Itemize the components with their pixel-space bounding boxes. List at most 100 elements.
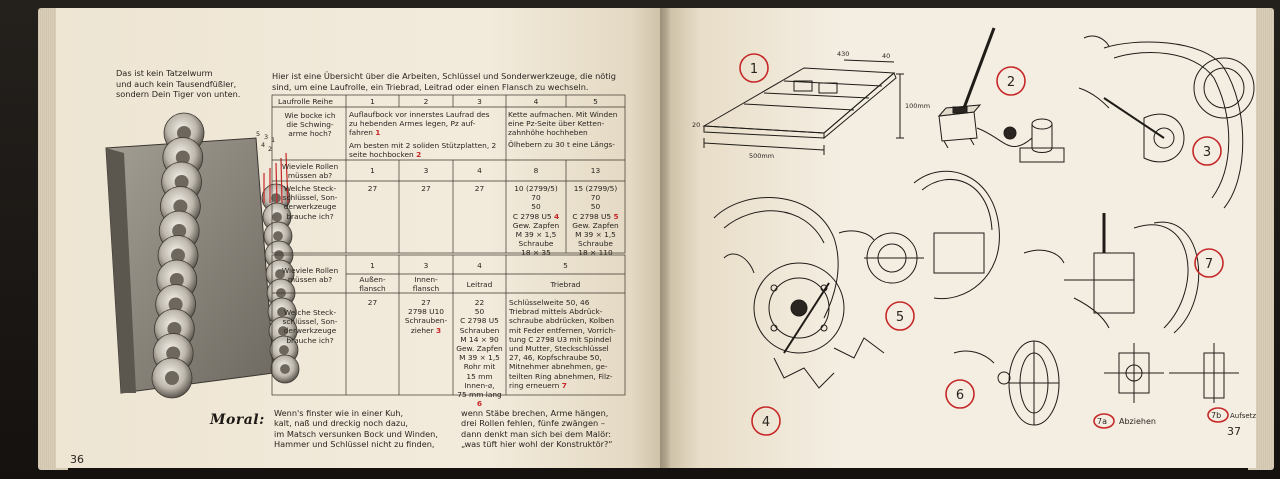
cell-line: 22 [474, 298, 485, 307]
dimension-label: 100mm [905, 102, 930, 110]
figure-number: 4 [762, 415, 770, 430]
tools-value: 27 [421, 184, 431, 193]
cell-line: Auflaufbock vor innerstes Laufrad des [349, 110, 490, 119]
question-rollers-2: Wieviele Rollen müssen ab? [276, 266, 344, 284]
cell-line: 50 [590, 202, 601, 212]
cell-line: Schraube [578, 239, 613, 249]
wheel-hub [173, 199, 188, 214]
cell-line: Innen-⌀, [464, 380, 495, 390]
wheel-hub [168, 297, 183, 312]
figure-caption: Aufsetzen [1230, 412, 1256, 420]
cell-line: 18 × 110 [578, 248, 613, 258]
outer-flange-label: Außen- flansch [346, 275, 399, 293]
figure-ref: 7 [561, 380, 567, 390]
verse-line: wenn Stäbe brechen, Arme hängen, [461, 408, 609, 418]
wheel-hub [271, 193, 281, 203]
question-line: Wieviele Rollen [281, 162, 339, 171]
cell-line: schraube abdrücken, Kolben [509, 316, 615, 326]
tank-underside-photo: 5 3 1 4 2 [105, 112, 300, 399]
rollers-count: 3 [423, 166, 429, 175]
figure-ref: 3 [435, 325, 442, 335]
page-number-left: 36 [70, 453, 84, 466]
photo-caption: Das ist kein Tatzelwurm und auch kein Ta… [116, 68, 296, 100]
rollers-count: 13 [590, 166, 601, 175]
cell-line: Schrauben- [404, 316, 448, 326]
table1-header-col: 2 [423, 97, 429, 106]
cell-line: zu hebenden Armes legen, Pz auf- [349, 119, 476, 129]
hydraulic-jack-sketch [937, 27, 1065, 163]
dimension-label: 40 [882, 52, 890, 60]
tools-value: 27 [367, 184, 378, 193]
cell-line: seite hochbocken [349, 150, 414, 160]
dimension-label: 500mm [749, 152, 774, 160]
wheel-hub [275, 269, 285, 279]
question-line: schlüssel, Son- [282, 317, 338, 327]
question-tools: Welche Steck- schlüssel, Son- derwerkzeu… [276, 184, 344, 221]
figure-number: 6 [956, 388, 964, 403]
idler-label: Leitrad [466, 280, 493, 289]
caption-line: sondern Dein Tiger von unten. [116, 89, 241, 99]
hub-assembly-sketch [838, 170, 1000, 300]
dimension-label: 20 [692, 121, 700, 129]
question-line: Wieviele Rollen [281, 266, 339, 275]
question-tools-2: Welche Steck- schlüssel, Son- derwerkzeu… [276, 308, 344, 345]
tools-value: 27 [474, 184, 485, 193]
wheel-hub [171, 248, 185, 263]
table1-header-label: Laufrolle Reihe [278, 97, 333, 106]
idler-tools: 22 50 C 2798 U5 Schrauben M 14 × 90 Gew.… [453, 298, 506, 408]
cell-line: flansch [359, 284, 386, 294]
verse-line: kalt, naß und dreckig noch dazu, [274, 418, 408, 429]
intro-text: Hier ist eine Übersicht über die Arbeite… [272, 71, 632, 92]
question-line: Welche Steck- [283, 308, 337, 317]
figure-ref: 2 [416, 150, 422, 160]
outer-flange-tools: 27 [367, 298, 378, 307]
moral-heading: Moral: [210, 412, 265, 428]
jack-up-method-c: Kette aufmachen. Mit Winden eine Pz-Seit… [508, 110, 617, 149]
photo-mark-5: 5 [256, 130, 260, 138]
wheel-hub [167, 322, 182, 336]
idler-wheel-sketch [953, 340, 1060, 426]
table2-num: 5 [563, 261, 568, 270]
figure-ref: 5 [613, 211, 619, 221]
jack-up-method-a: Auflaufbock vor innerstes Laufrad des zu… [349, 110, 490, 138]
cell-line: 27 [421, 298, 431, 307]
figure-number: 1 [750, 62, 758, 77]
question-line: müssen ab? [287, 275, 333, 285]
inner-flange-tools: 27 2798 U10 Schrauben- zieher 3 [399, 298, 453, 335]
table1-header-col: 3 [477, 97, 482, 106]
cell-line: zahnhöhe hochheben [508, 128, 588, 138]
page-number-right: 37 [1227, 425, 1241, 438]
wheel-hub [169, 273, 184, 287]
table1-header-col: 4 [533, 97, 539, 106]
cell-line: Schlüsselweite 50, 46 [509, 298, 590, 307]
figure-ref: 6 [476, 399, 483, 409]
wheel-hub [279, 345, 289, 355]
question-line: die Schwing- [286, 120, 334, 130]
cell-line: Schraube [518, 239, 554, 249]
moral-verse-right: wenn Stäbe brechen, Arme hängen, drei Ro… [461, 408, 613, 449]
question-line: Welche Steck- [283, 184, 337, 193]
puller-sketch-a [1104, 343, 1164, 403]
cell-line: M 39 × 1,5 [515, 230, 557, 240]
photo-mark-3: 3 [264, 133, 268, 141]
intro-line: Hier ist eine Übersicht über die Arbeite… [272, 71, 616, 81]
cell-line: fahren [349, 128, 373, 138]
question-line: arme hoch? [288, 129, 332, 139]
caption-line: und auch kein Tausendfüßler, [116, 78, 237, 89]
cell-line: 27, 46, Kopfschraube 50, [509, 353, 602, 363]
cell-line: Mitnehmer abnehmen, ge- [509, 362, 608, 372]
moral-verse-left: Wenn's finster wie in einer Kuh, kalt, n… [274, 408, 438, 449]
cell-line: 10 (2799/5) [514, 184, 558, 193]
puller-sketch-b [1169, 343, 1239, 403]
wheel-hub [172, 224, 187, 238]
rollers-count: 1 [370, 166, 375, 175]
cell-line: M 14 × 90 [460, 334, 499, 344]
photo-mark-4: 4 [261, 141, 265, 149]
wheel-wrench-sketch [1078, 35, 1255, 209]
cell-line: C 2798 U5 [572, 211, 612, 221]
figure-number: 7b [1211, 411, 1221, 420]
wheel-hub [175, 150, 190, 165]
intro-line: sind, um eine Laufrolle, ein Triebrad, L… [272, 81, 589, 92]
cell-line: Kette aufmachen. Mit Winden [508, 110, 618, 119]
